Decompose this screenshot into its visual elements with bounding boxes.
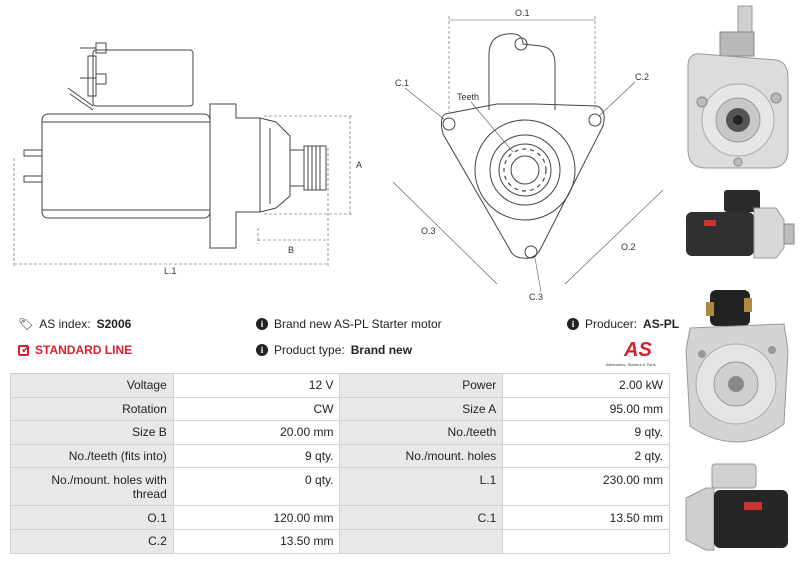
dim-label-teeth: Teeth [457,92,479,102]
spec-value: 13.50 mm [502,505,670,530]
spec-value: 120.00 mm [172,505,341,530]
dim-label-o2: O.2 [621,242,636,252]
table-row: Size B 20.00 mm No./teeth 9 qty. [10,420,670,445]
spec-key: O.1 [10,505,174,530]
spec-value: 20.00 mm [172,420,341,445]
product-photo-rear[interactable] [680,284,796,446]
producer-row: i Producer: AS-PL [567,317,679,331]
spec-value: 12 V [172,373,341,398]
product-type-value: Brand new [350,343,413,357]
spec-key: No./teeth (fits into) [10,443,174,469]
product-photo-side-alt[interactable] [680,458,796,558]
table-row: Rotation CW Size A 95.00 mm [10,396,670,422]
dim-label-c3: C.3 [529,292,543,300]
spec-value: 9 qty. [172,443,341,469]
dim-label-a: A [356,160,362,170]
spec-value: 0 qty. [172,467,341,507]
spec-key: C.2 [10,528,174,554]
info-icon: i [256,318,268,330]
dim-label-c1: C.1 [395,78,409,88]
spec-value [502,528,670,554]
spec-key: Voltage [10,373,174,398]
spec-key [339,528,504,554]
spec-key: No./mount. holes with thread [10,467,174,507]
spec-value: 2 qty. [502,443,670,469]
front-view-drawing: O.1 O.3 O.2 C.1 C.2 C.3 Teeth [392,8,664,300]
spec-key: L.1 [339,467,504,507]
product-type-row: i Product type: Brand new [256,343,412,357]
spec-value: 230.00 mm [502,467,670,507]
dim-label-l1: L.1 [164,266,177,276]
as-index-value: S2006 [96,317,132,331]
as-pl-logo: AS Alternators, Starters & Parts [606,339,656,367]
dim-label-b: B [288,245,294,255]
spec-key: No./teeth [339,420,504,445]
dim-label-o3: O.3 [421,226,436,236]
table-row: Voltage 12 V Power 2.00 kW [10,373,670,398]
spec-key: Size B [10,420,174,445]
spec-value: 2.00 kW [502,373,670,398]
description-row: i Brand new AS-PL Starter motor [256,317,442,331]
description-text: Brand new AS-PL Starter motor [274,317,442,331]
spec-key: No./mount. holes [339,443,504,469]
spec-key: C.1 [339,505,504,530]
spec-value: CW [172,396,341,422]
spec-key: Power [339,373,504,398]
info-icon: i [256,344,268,356]
producer-value: AS-PL [643,317,680,331]
spec-value: 13.50 mm [172,528,341,554]
product-line-label: STANDARD LINE [35,343,133,357]
checkbox-icon: ✓ [18,344,30,356]
spec-key: Rotation [10,396,174,422]
svg-text:AS: AS [623,339,652,361]
spec-value: 9 qty. [502,420,670,445]
table-row: No./teeth (fits into) 9 qty. No./mount. … [10,443,670,469]
spec-key: Size A [339,396,504,422]
product-photo-side[interactable] [680,186,796,268]
table-row: O.1 120.00 mm C.1 13.50 mm [10,505,670,530]
table-row: C.2 13.50 mm [10,528,670,554]
table-row: No./mount. holes with thread 0 qty. L.1 … [10,467,670,507]
producer-label: Producer: [585,317,638,331]
svg-text:Alternators, Starters & Parts: Alternators, Starters & Parts [606,362,656,367]
spec-table: Voltage 12 V Power 2.00 kW Rotation CW S… [10,373,670,554]
product-type-label: Product type: [274,343,345,357]
product-line-row: ✓ STANDARD LINE [18,343,132,357]
as-index-row: 🏷︎ AS index: S2006 [18,317,131,331]
spec-value: 95.00 mm [502,396,670,422]
dim-label-c2: C.2 [635,72,649,82]
as-index-label: AS index: [39,317,91,331]
product-photo-front[interactable] [680,2,796,180]
dim-label-o1: O.1 [515,8,530,18]
side-view-drawing: L.1 B A [13,42,362,276]
tag-icon: 🏷︎ [18,317,34,331]
info-icon: i [567,318,579,330]
